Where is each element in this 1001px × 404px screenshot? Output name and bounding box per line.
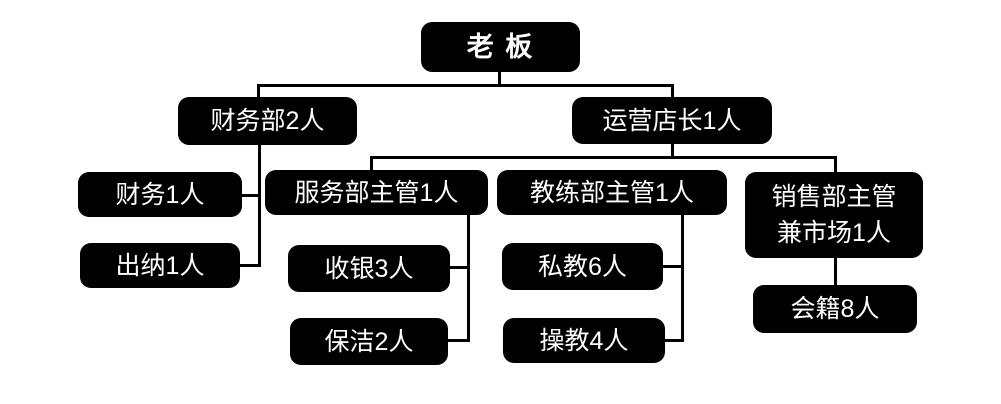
connector-level2-hbar — [257, 84, 674, 87]
org-node-treasury-cashier: 出纳1人 — [80, 243, 240, 288]
connector-personal-stub — [663, 265, 684, 268]
connector-operations-stem — [671, 144, 674, 158]
sales-supervisor-line2: 兼市场1人 — [777, 219, 891, 247]
connector-finance-dept-drop — [257, 84, 260, 97]
connector-finance-dept-stem — [258, 145, 261, 267]
org-node-operations-manager: 运营店长1人 — [572, 97, 772, 144]
org-node-finance-staff: 财务1人 — [78, 172, 242, 217]
connector-cashier-stub — [450, 266, 470, 269]
org-node-boss: 老 板 — [421, 22, 580, 72]
connector-coach-sup-stem — [681, 215, 684, 342]
org-node-coach-supervisor: 教练部主管1人 — [497, 170, 727, 215]
connector-group-stub — [665, 339, 684, 342]
sales-supervisor-line1: 销售部主管 — [771, 182, 897, 211]
connector-operations-drop — [671, 84, 674, 97]
org-node-sales-supervisor: 销售部主管 兼市场1人 — [745, 172, 923, 258]
connector-finance-stub — [242, 194, 261, 197]
org-node-personal-trainers: 私教6人 — [502, 243, 663, 290]
org-node-finance-department: 财务部2人 — [178, 97, 357, 145]
connector-cleaning-stub — [448, 339, 470, 342]
connector-service-sup-drop — [370, 156, 373, 170]
org-node-service-supervisor: 服务部主管1人 — [265, 170, 488, 215]
connector-sales-sup-drop — [834, 156, 837, 172]
org-node-membership-staff: 会籍8人 — [753, 285, 917, 333]
org-node-group-coaches: 操教4人 — [503, 318, 665, 363]
connector-membership-stem — [834, 258, 837, 285]
org-node-cashier-staff: 收银3人 — [288, 245, 450, 292]
connector-service-sup-stem — [467, 215, 470, 342]
connector-boss-stem — [498, 72, 501, 86]
connector-cashier-acct-stub — [240, 264, 261, 267]
org-node-cleaning-staff: 保洁2人 — [290, 318, 448, 365]
connector-level3-hbar — [370, 156, 837, 159]
